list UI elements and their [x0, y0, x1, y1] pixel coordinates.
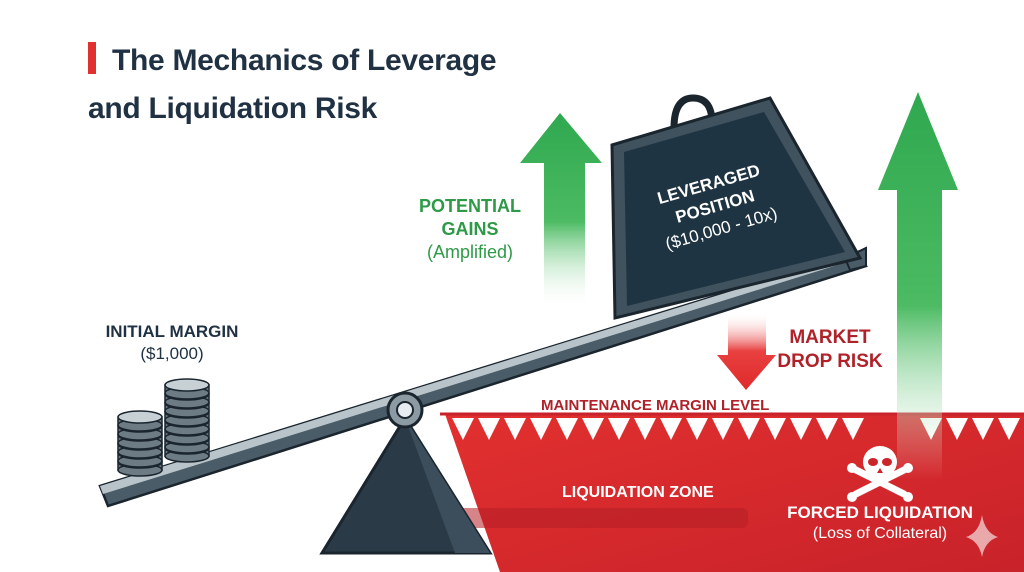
- up-arrow-icon: [520, 113, 602, 310]
- market-drop-label: MARKET DROP RISK: [770, 326, 890, 374]
- liquidation-zone-label: LIQUIDATION ZONE: [562, 484, 714, 501]
- margin-tooth: [686, 418, 708, 440]
- margin-tooth: [764, 418, 786, 440]
- margin-tooth: [790, 418, 812, 440]
- margin-tooth: [738, 418, 760, 440]
- forced-liquidation-note: (Loss of Collateral): [812, 525, 948, 542]
- margin-tooth: [504, 418, 526, 440]
- potential-gains-note: (Amplified): [426, 242, 514, 262]
- margin-tooth: [660, 418, 682, 440]
- coin-stack-icon: [117, 378, 210, 477]
- margin-tooth: [452, 418, 474, 440]
- margin-tooth: [946, 418, 968, 440]
- down-arrow-icon: [717, 312, 776, 390]
- potential-gains-line1: POTENTIAL: [419, 196, 521, 216]
- margin-tooth: [608, 418, 630, 440]
- fulcrum: [319, 415, 493, 555]
- margin-tooth: [816, 418, 838, 440]
- margin-tooth: [634, 418, 656, 440]
- margin-tooth: [998, 418, 1020, 440]
- margin-tooth: [712, 418, 734, 440]
- maintenance-margin-teeth: [452, 418, 1020, 440]
- market-drop-line1: MARKET: [789, 327, 871, 348]
- title-accent-bar: [88, 42, 96, 74]
- margin-tooth: [582, 418, 604, 440]
- page-title: The Mechanics of Leverage: [112, 38, 497, 84]
- title-line-1: The Mechanics of Leverage: [112, 44, 497, 77]
- sparkle-icon: [966, 515, 998, 557]
- margin-tooth: [842, 418, 864, 440]
- initial-margin-value: ($1,000): [140, 344, 204, 363]
- seesaw-beam: [98, 246, 868, 508]
- margin-tooth: [530, 418, 552, 440]
- market-drop-line2: DROP RISK: [777, 351, 883, 372]
- skull-crossbones-icon: [847, 446, 913, 502]
- coin: [164, 378, 210, 400]
- initial-margin-label: INITIAL MARGIN: [105, 322, 239, 341]
- up-arrow-icon: [878, 92, 958, 480]
- weight-icon: [610, 94, 863, 320]
- maintenance-margin-label: MAINTENANCE MARGIN LEVEL: [541, 397, 770, 414]
- potential-gains-line2: GAINS: [441, 219, 499, 239]
- page-title-line-2: and Liquidation Risk: [88, 92, 378, 125]
- forced-liquidation-label: FORCED LIQUIDATION: [787, 503, 973, 522]
- margin-tooth: [972, 418, 994, 440]
- margin-tooth: [478, 418, 500, 440]
- coin: [117, 410, 163, 432]
- margin-tooth: [556, 418, 578, 440]
